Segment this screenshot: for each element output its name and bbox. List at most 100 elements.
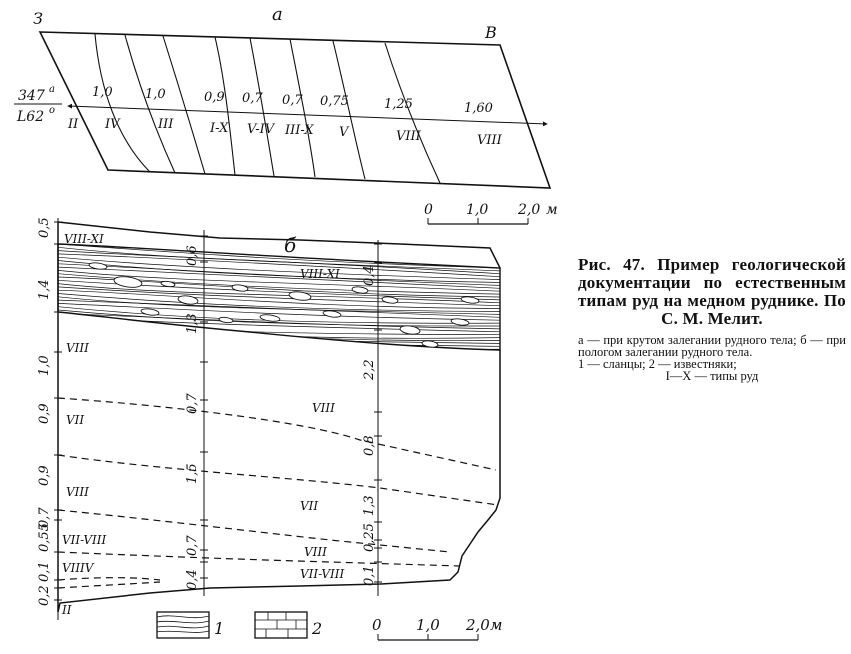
bed-boundary-a xyxy=(214,36,236,176)
ore-type-label-b-mid: VIII-XI xyxy=(300,267,340,281)
scale-b-unit: м xyxy=(490,616,502,634)
schist-line xyxy=(58,303,500,321)
scale-a-tick-0: 0 xyxy=(424,202,433,218)
schist-lens xyxy=(177,295,199,305)
schist-line xyxy=(58,270,500,292)
scale-b-tick-0: 0 xyxy=(372,616,382,634)
elevation-bottom: L62 xyxy=(16,109,44,125)
left-thickness-label: 1,4 xyxy=(37,279,52,300)
schist-lens xyxy=(399,325,421,335)
left-thickness-label: 0,7 xyxy=(37,507,52,528)
schist-lens xyxy=(88,262,108,270)
left-thickness-label: 0,9 xyxy=(37,403,52,424)
labels-b: 0,51,41,00,90,90,70,550,10,20,61,30,71,5… xyxy=(37,217,377,617)
legend-number-2: 2 xyxy=(311,619,322,638)
right-thickness-label: 1,3 xyxy=(362,495,377,516)
schist-lens xyxy=(160,280,176,288)
ore-type-label-b-left: VII xyxy=(62,561,80,575)
right-thickness-label: 0,25 xyxy=(362,523,377,552)
scale-a-tick-2: 2,0 xyxy=(517,202,540,218)
right-thickness-label: 0,1 xyxy=(362,565,377,586)
right-thickness-label: 2,2 xyxy=(362,359,377,381)
left-thickness-label: 0,5 xyxy=(37,217,52,238)
schist-lens xyxy=(113,276,143,288)
ore-type-label-a: VIII xyxy=(477,133,503,148)
schist-line xyxy=(58,312,500,330)
ore-type-label-b-mid: VII-VIII xyxy=(300,567,344,581)
schist-line xyxy=(58,244,500,269)
scale-b-tick-2: 2,0 xyxy=(465,616,490,634)
schist-lens xyxy=(259,314,281,322)
schist-line xyxy=(58,349,500,350)
bed-boundary-a xyxy=(162,35,206,175)
measurement-lines xyxy=(57,218,379,620)
schist-line xyxy=(58,353,500,365)
schist-line xyxy=(58,309,500,327)
mid-thickness-label: 1,3 xyxy=(185,313,200,334)
segment-thickness-label: 1,0 xyxy=(145,87,166,102)
corner-label-left: З xyxy=(33,9,43,28)
schist-line xyxy=(58,289,500,309)
scale-b-tick-1: 1,0 xyxy=(416,616,440,634)
segment-thickness-label: 1,0 xyxy=(92,85,113,100)
segment-thickness-label: 0,7 xyxy=(242,91,263,106)
bed-boundary-a xyxy=(384,42,441,184)
schist-lens xyxy=(288,291,312,301)
ore-type-label-b-mid: VII xyxy=(300,499,318,513)
legend-number-1: 1 xyxy=(214,619,224,638)
schist-line xyxy=(58,296,500,315)
caption-body: а — при крутом залегании рудного тела; б… xyxy=(578,333,846,383)
ore-type-label-b-mid: VIII xyxy=(304,545,327,559)
legend-swatch-limestone xyxy=(254,611,308,639)
corner-label-right: В xyxy=(484,23,497,42)
bed-boundary-a xyxy=(249,37,275,177)
mid-thickness-label: 0,7 xyxy=(185,535,200,556)
mid-thickness-label: 0,7 xyxy=(185,393,200,414)
schist-lens xyxy=(450,318,470,326)
left-thickness-label: 0,1 xyxy=(37,561,52,582)
scale-a-tick-1: 1,0 xyxy=(466,202,488,218)
schist-line xyxy=(58,283,500,304)
schist-lens xyxy=(460,296,480,304)
segment-thickness-label: 0,9 xyxy=(204,90,225,105)
section-a: З В а 347 а L62 о II1,0IV1,0III0,9I-X0,7… xyxy=(14,4,558,225)
ore-type-label-b-left: VIII xyxy=(66,485,89,499)
left-thickness-label: 0,2 xyxy=(37,585,52,606)
segment-thickness-label: 0,75 xyxy=(320,94,349,109)
ore-type-label-a: III-X xyxy=(284,123,314,138)
ore-type-label-a: I-X xyxy=(209,121,229,136)
ore-type-label-a: IV xyxy=(104,117,121,132)
section-label-b: б xyxy=(284,233,297,257)
segment-thickness-label: 0,7 xyxy=(282,93,303,108)
schist-lens xyxy=(322,310,342,318)
left-thickness-label: 1,0 xyxy=(37,355,52,376)
schist-lens xyxy=(381,296,399,304)
figure-drawing: З В а 347 а L62 о II1,0IV1,0III0,9I-X0,7… xyxy=(14,4,558,641)
schist-lens xyxy=(140,308,160,316)
caption-line-1: а — при крутом залегании рудного тела; б… xyxy=(578,333,846,359)
section-b-outline xyxy=(57,221,501,613)
ore-type-label-b-left: IV xyxy=(79,561,95,575)
bed-boundary-a xyxy=(332,40,366,180)
schist-line xyxy=(58,250,500,275)
thickness-dimension-line-a xyxy=(67,103,548,127)
right-thickness-label: 0,8 xyxy=(362,435,377,456)
schist-line xyxy=(58,256,500,280)
mid-thickness-label: 1,5 xyxy=(185,463,200,484)
schist-lens xyxy=(231,284,249,292)
section-b: б 0,51,41,00,90,90,70,550,10,20,61,30,71… xyxy=(37,217,501,620)
ore-type-label-b-left: II xyxy=(61,603,72,617)
segment-thickness-label: 1,60 xyxy=(464,101,493,116)
schist-line xyxy=(58,286,500,307)
schist-lens xyxy=(218,316,234,324)
scale-bar-a: 0 1,0 2,0 м xyxy=(424,202,558,225)
left-thickness-label: 0,55 xyxy=(37,523,52,552)
caption-line-3: I—X — типы руд xyxy=(665,369,759,383)
schist-line xyxy=(58,345,500,350)
caption-line-2: 1 — сланцы; 2 — известняки; xyxy=(578,357,737,371)
elevation-bottom-sup: о xyxy=(49,105,55,116)
elevation-top: 347 xyxy=(18,88,45,104)
ore-type-label-b-left: VII xyxy=(66,413,84,427)
ore-type-label-a: III xyxy=(157,117,174,132)
ore-type-label-b-left: VIII-XI xyxy=(64,232,104,246)
